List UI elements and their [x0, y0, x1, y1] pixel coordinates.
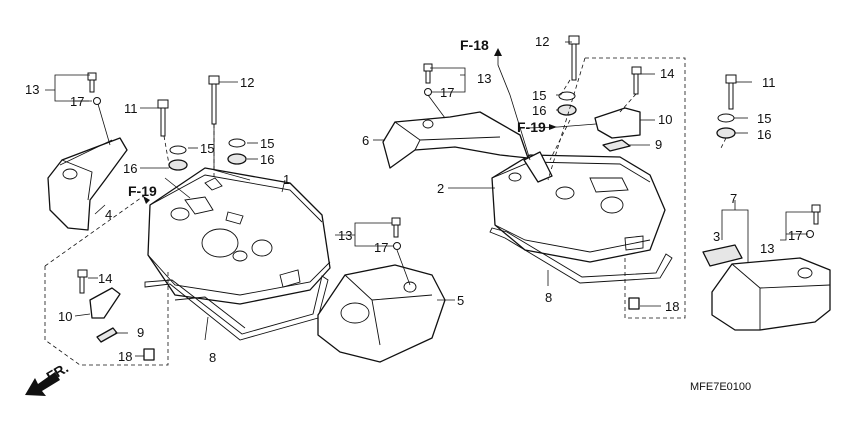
gasket-9-a: [96, 327, 118, 343]
front-direction-arrow: [25, 372, 60, 396]
label-16-b: 16: [260, 152, 274, 167]
label-15-b: 15: [260, 136, 274, 151]
label-8-a: 8: [209, 350, 216, 365]
bolt-12-a: [208, 75, 220, 125]
label-12-b: 12: [535, 34, 549, 49]
label-2: 2: [437, 181, 444, 196]
label-16-c: 16: [532, 103, 546, 118]
label-4: 4: [105, 207, 112, 222]
label-9-a: 9: [137, 325, 144, 340]
breather-joint-10-a: [89, 287, 121, 319]
ref-f19-b: F-19: [517, 119, 546, 135]
label-17-b: 17: [440, 85, 454, 100]
leader-lines: [44, 41, 812, 366]
filter-part-3: [702, 244, 743, 267]
side-cover-7: [711, 257, 831, 331]
label-13-a: 13: [25, 82, 39, 97]
label-11-b: 11: [762, 75, 776, 90]
ref-f19-a: F-19: [128, 183, 157, 199]
grommet-16-a: [168, 159, 188, 171]
label-14-a: 14: [98, 271, 112, 286]
head-cover-gasket-rear: [489, 227, 673, 284]
cylinder-head-cover-front: [147, 167, 331, 305]
grommet-16-b: [227, 153, 247, 165]
label-15-d: 15: [757, 111, 771, 126]
label-10-b: 10: [658, 112, 672, 127]
head-cover-gasket-front: [144, 275, 329, 341]
dowel-18-a: [143, 348, 155, 361]
f18-arrow-icon: [494, 48, 502, 56]
label-3: 3: [713, 229, 720, 244]
bolt-12-b: [568, 35, 580, 81]
washer-17-c: [393, 242, 401, 250]
label-5: 5: [457, 293, 464, 308]
bolt-13-a: [87, 72, 97, 93]
label-17-a: 17: [70, 94, 84, 109]
label-13-d: 13: [760, 241, 774, 256]
breather-joint-10-b: [594, 107, 641, 139]
side-cover-5: [317, 264, 446, 363]
bolt-11-b: [725, 74, 737, 110]
label-15-c: 15: [532, 88, 546, 103]
label-8-b: 8: [545, 290, 552, 305]
dowel-18-b: [628, 297, 640, 310]
washer-15-b: [228, 138, 246, 148]
drawing-code: MFE7E0100: [690, 381, 751, 393]
washer-17-b: [424, 88, 432, 96]
bolt-11-a: [157, 99, 169, 137]
label-9-b: 9: [655, 137, 662, 152]
gasket-9-b: [602, 139, 631, 152]
label-16-d: 16: [757, 127, 771, 142]
bolt-14-b: [631, 66, 642, 95]
label-15-a: 15: [200, 141, 214, 156]
label-10-a: 10: [58, 309, 72, 324]
side-cover-6: [382, 111, 529, 169]
cylinder-head-cover-rear: [491, 151, 666, 263]
label-7: 7: [730, 191, 737, 206]
part-number-labels: 13 17 4 12 11 15 16 15 16 1 14 10 9 18 8…: [25, 34, 802, 365]
label-13-b: 13: [477, 71, 491, 86]
label-6: 6: [362, 133, 369, 148]
washer-15-a: [169, 145, 187, 155]
grommet-16-c: [557, 104, 577, 116]
bolt-14-a: [77, 269, 88, 294]
bolt-13-d: [811, 204, 821, 225]
washer-15-c: [558, 91, 576, 101]
reference-labels: F-19 F-18 F-19 FR. MFE7E0100: [44, 37, 752, 393]
label-17-c: 17: [374, 240, 388, 255]
label-1: 1: [283, 172, 290, 187]
label-12-a: 12: [240, 75, 254, 90]
ref-f18: F-18: [460, 37, 489, 53]
f19-arrow-icon-b: [549, 124, 557, 130]
label-14-b: 14: [660, 66, 674, 81]
label-17-d: 17: [788, 228, 802, 243]
label-13-c: 13: [338, 228, 352, 243]
label-18-b: 18: [665, 299, 679, 314]
washer-17-a: [93, 97, 101, 105]
label-18-a: 18: [118, 349, 132, 364]
f19-arrow-icon-a: [143, 196, 150, 204]
washer-15-d: [717, 113, 735, 123]
label-11-a: 11: [124, 101, 138, 116]
bolt-13-b: [423, 63, 433, 84]
bolt-13-c: [391, 217, 401, 238]
label-16-a: 16: [123, 161, 137, 176]
grommet-16-d: [716, 127, 736, 139]
